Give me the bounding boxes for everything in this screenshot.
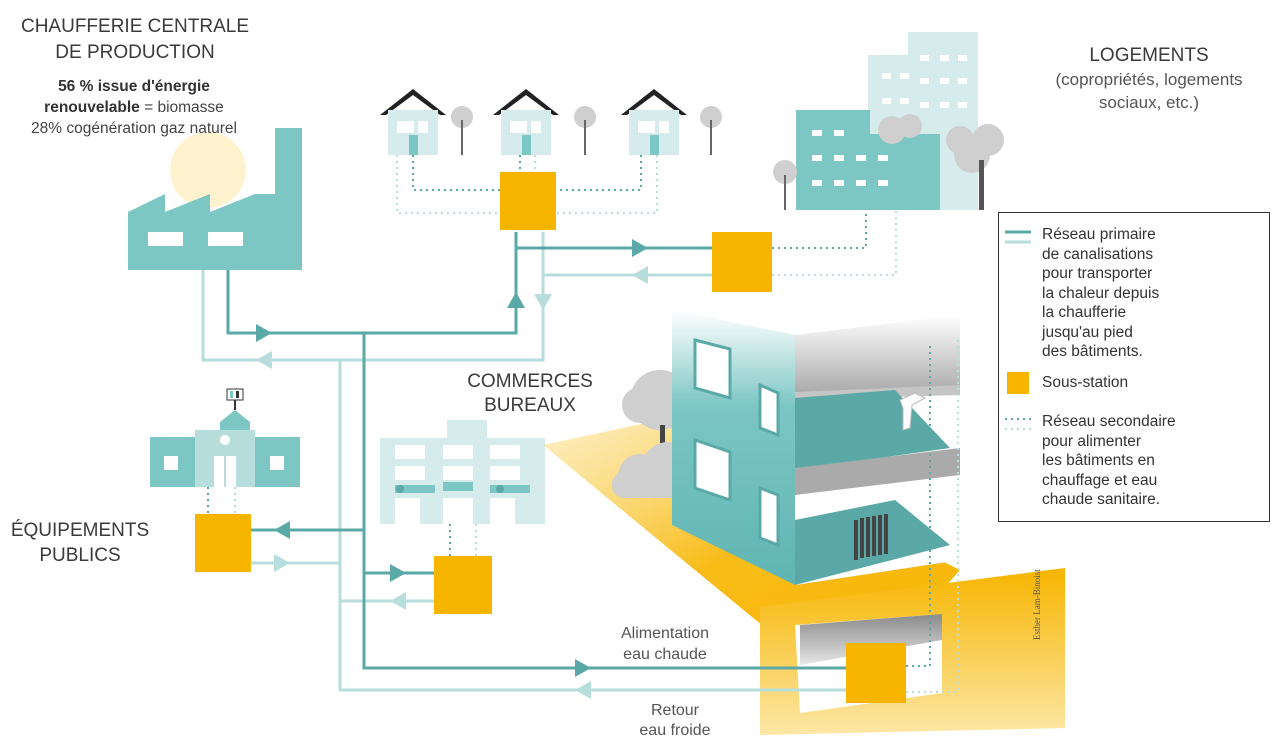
return-arrow xyxy=(256,351,272,369)
return-arrow xyxy=(575,681,591,699)
cutaway-building-illustration xyxy=(543,310,1065,735)
legend: Réseau primaire de canalisations pour tr… xyxy=(998,212,1270,522)
houses-illustration xyxy=(380,89,722,155)
supply-arrow xyxy=(507,292,525,308)
return-arrow xyxy=(390,592,406,610)
commercial-building-illustration xyxy=(380,420,545,524)
return-arrow xyxy=(534,294,552,310)
supply-arrow xyxy=(632,239,648,257)
secondary-network-symbol xyxy=(1005,418,1031,430)
return-label: Retour eau froide xyxy=(639,702,711,739)
return-arrow xyxy=(274,554,290,572)
substation-logements xyxy=(712,232,772,292)
commerces-title: COMMERCES BUREAUX xyxy=(467,371,593,416)
plant-cogeneration-share: 28% cogénération gaz naturel xyxy=(31,120,237,137)
legend-substation-text: Sous-station xyxy=(1042,374,1129,391)
supply-arrow xyxy=(390,564,406,582)
logements-subtitle: (copropriétés, logements sociaux, etc.) xyxy=(1055,70,1243,112)
primary-network-symbol xyxy=(1005,230,1031,244)
sun-glow xyxy=(170,132,246,208)
supply-arrow xyxy=(575,659,591,677)
return-arrow xyxy=(632,266,648,284)
illustrator-credit: Esther Lam-Binoist xyxy=(1032,569,1042,640)
flow-arrows xyxy=(256,239,648,699)
substation-equipements xyxy=(195,514,251,572)
plant-renewable-share: 56 % issue d'énergie renouvelable xyxy=(44,78,210,116)
substation-commerces xyxy=(434,556,492,614)
apartments-illustration xyxy=(773,32,1004,210)
house-2 xyxy=(493,89,596,155)
supply-arrow xyxy=(256,324,272,342)
substation-houses xyxy=(500,172,556,230)
house-1 xyxy=(380,89,473,155)
substations xyxy=(195,172,906,703)
house-3 xyxy=(621,89,722,155)
supply-arrow xyxy=(274,521,290,539)
supply-label: Alimentation eau chaude xyxy=(620,625,710,663)
legend-secondary-text: Réseau secondaire pour alimenter les bât… xyxy=(1042,413,1176,508)
heating-plant-illustration xyxy=(128,128,302,270)
public-building-illustration xyxy=(150,388,300,487)
substation-symbol xyxy=(1007,372,1029,394)
secondary-network xyxy=(207,155,959,693)
legend-primary-text: Réseau primaire de canalisations pour tr… xyxy=(1042,226,1160,360)
substation-building xyxy=(846,643,906,703)
plant-description: 56 % issue d'énergie renouvelable = biom… xyxy=(0,76,268,139)
logements-title: LOGEMENTS xyxy=(1089,45,1209,66)
plant-title: CHAUFFERIE CENTRALE DE PRODUCTION xyxy=(20,16,250,63)
equipements-title: ÉQUIPEMENTS PUBLICS xyxy=(10,520,150,566)
plant-renewable-source: = biomasse xyxy=(139,99,224,116)
